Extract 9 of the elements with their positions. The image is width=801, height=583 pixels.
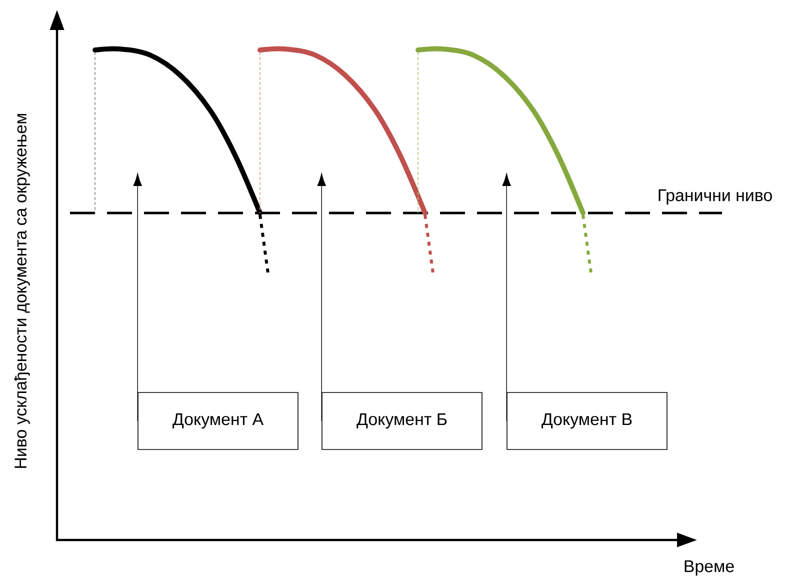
axis-label: Време xyxy=(684,560,734,576)
document-box: Документ Б xyxy=(322,392,482,450)
axis-label: Ниво усклађености документа са окружењем xyxy=(14,114,30,468)
arrow xyxy=(133,173,142,422)
arrow xyxy=(502,173,511,422)
threshold-label: Гранични ниво xyxy=(656,188,774,206)
document-box: Документ А xyxy=(138,392,298,450)
document-box: Документ В xyxy=(506,392,668,450)
arrow xyxy=(317,173,326,422)
